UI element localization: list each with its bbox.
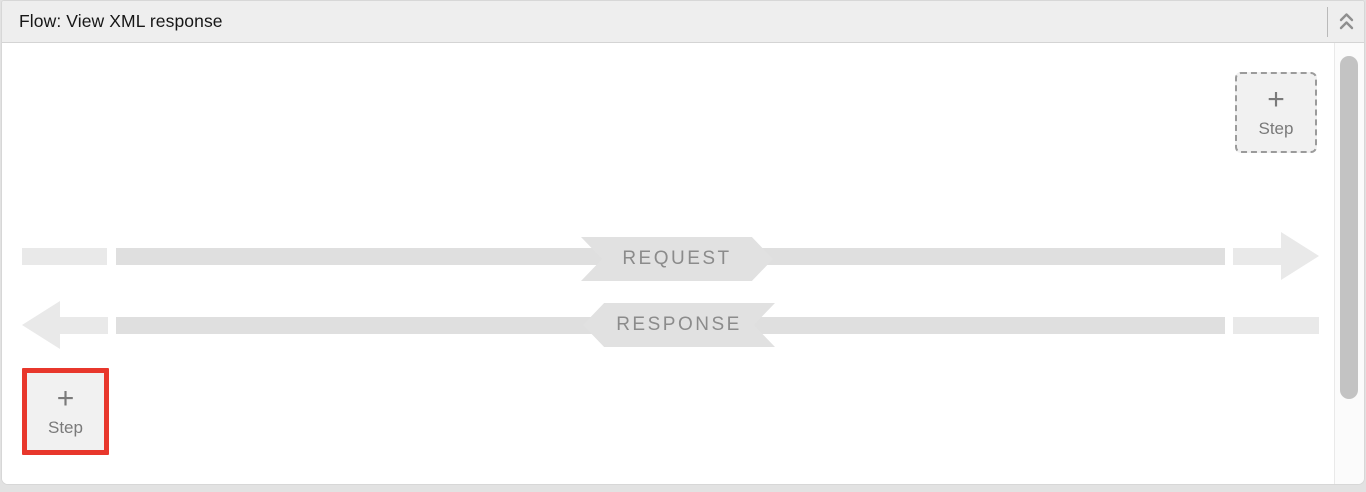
panel-header: Flow: View XML response — [2, 1, 1364, 43]
vertical-scrollbar[interactable] — [1334, 43, 1364, 484]
chevron-double-up-icon — [1338, 12, 1355, 31]
request-banner: REQUEST — [581, 237, 773, 281]
plus-icon: + — [1267, 83, 1285, 116]
add-step-label: Step — [1258, 119, 1294, 138]
scrollbar-thumb[interactable] — [1340, 56, 1358, 399]
panel-title: Flow: View XML response — [19, 11, 223, 31]
response-line-end-segment — [60, 317, 108, 334]
add-step-button-response[interactable]: + Step — [22, 368, 109, 455]
flow-canvas: REQUEST RESPONSE + Step + Step — [2, 43, 1335, 484]
request-arrow-head-icon — [1281, 232, 1319, 280]
request-banner-label: REQUEST — [622, 248, 732, 269]
panel-header-controls — [1327, 1, 1364, 42]
request-line-end-segment — [1233, 248, 1282, 265]
collapse-button[interactable] — [1334, 8, 1358, 36]
plus-icon: + — [56, 382, 75, 415]
response-line-start-segment — [1233, 317, 1319, 334]
add-step-button-request[interactable]: + Step — [1235, 72, 1317, 153]
header-divider — [1327, 6, 1328, 37]
response-arrow-head-icon — [22, 301, 60, 349]
response-banner: RESPONSE — [583, 303, 775, 347]
request-line-start-segment — [22, 248, 107, 265]
add-step-label: Step — [48, 418, 83, 437]
response-banner-label: RESPONSE — [616, 314, 742, 335]
